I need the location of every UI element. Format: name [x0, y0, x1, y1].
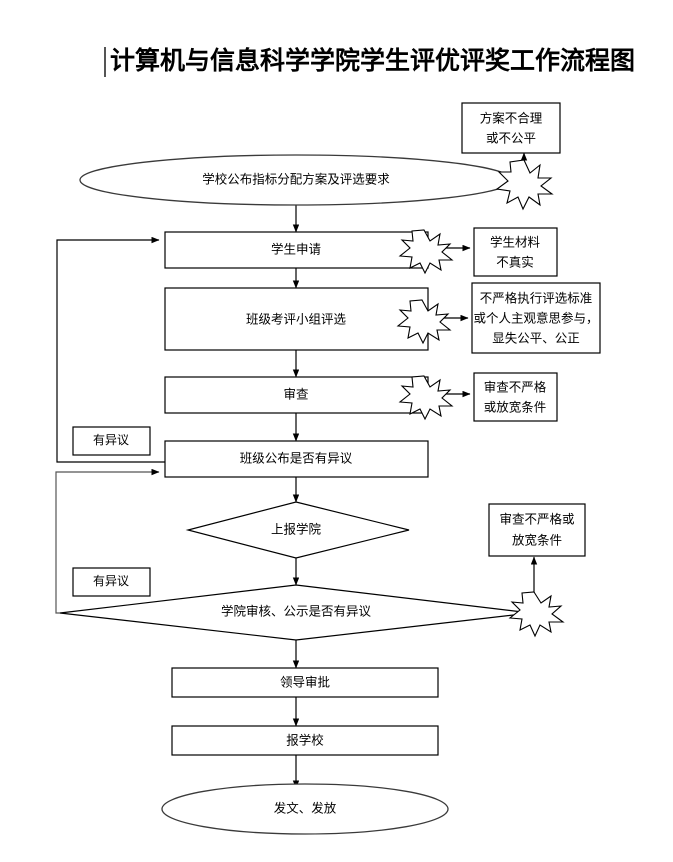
node-apply-label: 学生申请	[271, 241, 321, 256]
node-apply: 学生申请	[164, 231, 429, 269]
node-start-label: 学校公布指标分配方案及评选要求	[202, 171, 390, 186]
risk-note-material-line-1: 学生材料	[490, 234, 541, 249]
risk-note-examine-line-1: 审查不严格	[484, 379, 547, 394]
edge-label-objection-upper-text: 有异议	[93, 433, 129, 447]
edge-objection-upper-loop	[56, 236, 165, 463]
risk-note-standard-line-1: 不严格执行评选标准	[480, 290, 593, 305]
node-college-post: 学院审核、公示是否有异议	[59, 584, 532, 641]
node-leader-approval: 领导审批	[171, 667, 439, 698]
risk-note-college-line-2: 放宽条件	[512, 532, 562, 547]
risk-note-material: 学生材料 不真实	[473, 227, 558, 277]
risk-note-standard-line-3: 显失公平、公正	[492, 330, 580, 345]
burst-college-icon	[508, 591, 565, 638]
risk-note-standard: 不严格执行评选标准 或个人主观意思参与， 显失公平、公正	[471, 282, 601, 354]
edge-objection-lower-loop	[55, 468, 160, 614]
burst-start-icon	[495, 159, 554, 211]
burst-examine-icon	[398, 375, 454, 421]
edge-label-objection-upper: 有异议	[72, 426, 151, 456]
node-examine-label: 审查	[283, 386, 309, 401]
risk-note-plan-line-1: 方案不合理	[480, 110, 543, 125]
risk-note-plan-line-2: 或不公平	[486, 131, 536, 145]
node-report-college-label: 上报学院	[271, 521, 322, 536]
node-college-post-label: 学院审核、公示是否有异议	[221, 603, 372, 618]
node-report-college: 上报学院	[185, 501, 410, 559]
risk-note-college-line-1: 审查不严格或	[499, 511, 575, 526]
page-title: 计算机与信息科学学院学生评优评奖工作流程图	[104, 47, 635, 77]
edge-label-objection-lower: 有异议	[72, 567, 151, 597]
risk-note-plan: 方案不合理 或不公平	[461, 102, 561, 154]
node-class-review: 班级考评小组评选	[164, 287, 429, 351]
risk-note-examine: 审查不严格 或放宽条件	[473, 372, 558, 422]
node-start: 学校公布指标分配方案及评选要求	[79, 154, 513, 206]
node-leader-approval-label: 领导审批	[280, 674, 330, 689]
node-examine: 审查	[164, 376, 429, 414]
risk-note-material-line-2: 不真实	[496, 254, 534, 269]
node-issue: 发文、发放	[161, 783, 449, 835]
risk-note-examine-line-2: 或放宽条件	[484, 399, 547, 414]
node-issue-label: 发文、发放	[274, 800, 337, 815]
burst-class-review-icon	[396, 299, 452, 345]
risk-note-standard-line-2: 或个人主观意思参与，	[473, 310, 598, 325]
node-class-post: 班级公布是否有异议	[164, 440, 429, 478]
burst-apply-icon	[398, 229, 454, 275]
node-report-school: 报学校	[171, 725, 439, 756]
edge-label-objection-lower-text: 有异议	[93, 574, 129, 588]
risk-note-college: 审查不严格或 放宽条件	[488, 503, 586, 557]
node-class-review-label: 班级考评小组评选	[246, 312, 347, 326]
node-report-school-label: 报学校	[286, 732, 324, 747]
node-class-post-label: 班级公布是否有异议	[240, 451, 353, 465]
